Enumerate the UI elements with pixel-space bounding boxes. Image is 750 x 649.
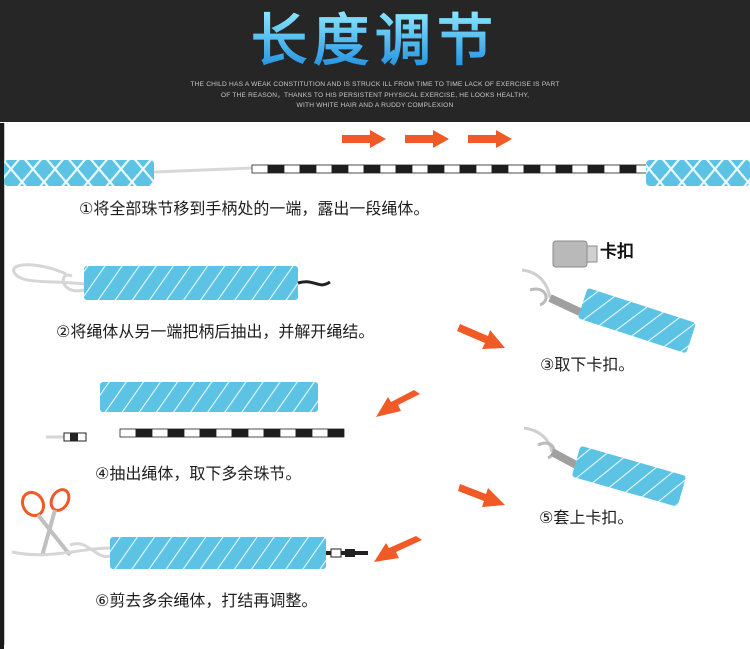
left-handle xyxy=(4,160,154,186)
bead xyxy=(604,165,620,173)
bead xyxy=(316,165,332,173)
bead xyxy=(396,165,412,173)
scissors-icon xyxy=(18,486,72,556)
bead xyxy=(280,429,296,437)
bead-strip xyxy=(252,165,652,173)
step1-illustration xyxy=(4,160,750,186)
bead xyxy=(232,429,248,437)
step-3-text: ③取下卡扣。 xyxy=(540,354,634,376)
bead xyxy=(620,165,636,173)
bead xyxy=(296,429,312,437)
bead xyxy=(268,165,284,173)
arrow-down-right-icon xyxy=(457,324,505,349)
bead xyxy=(136,429,152,437)
step-6-text: ⑥剪去多余绳体，打结再调整。 xyxy=(95,590,317,612)
bead xyxy=(460,165,476,173)
right-handle xyxy=(646,160,750,186)
bead xyxy=(348,165,364,173)
bead xyxy=(540,165,556,173)
bead xyxy=(428,165,444,173)
bead xyxy=(492,165,508,173)
step3-illustration xyxy=(522,270,696,353)
bead xyxy=(556,165,572,173)
bead xyxy=(588,165,604,173)
clip-icon xyxy=(553,241,597,267)
step4-illustration xyxy=(46,382,344,441)
arrow-down-left-icon xyxy=(374,536,422,562)
bead xyxy=(312,429,328,437)
bead xyxy=(264,429,280,437)
arrow-down-right-icon xyxy=(458,484,505,507)
bead xyxy=(152,429,168,437)
bead xyxy=(508,165,524,173)
bead xyxy=(300,165,316,173)
step-5-text: ⑤套上卡扣。 xyxy=(539,507,633,529)
arrow-right-icon xyxy=(405,130,449,148)
step-1-text: ①将全部珠节移到手柄处的一端，露出一段绳体。 xyxy=(79,198,429,220)
bead xyxy=(380,165,396,173)
arrow-right-icon xyxy=(468,130,512,148)
bead xyxy=(248,429,264,437)
bead xyxy=(184,429,200,437)
bead xyxy=(216,429,232,437)
rope-segment xyxy=(154,168,252,172)
clip-label: 卡扣 xyxy=(600,241,634,263)
bead xyxy=(252,165,268,173)
step-2-text: ②将绳体从另一端把柄后抽出，并解开绳结。 xyxy=(56,321,374,343)
bead xyxy=(200,429,216,437)
bead xyxy=(364,165,380,173)
bead xyxy=(476,165,492,173)
step2-illustration xyxy=(14,265,330,300)
bead xyxy=(120,429,136,437)
bead xyxy=(332,165,348,173)
step-4-text: ④抽出绳体，取下多余珠节。 xyxy=(95,463,301,485)
arrow-down-left-icon xyxy=(376,390,420,417)
bead xyxy=(168,429,184,437)
bead xyxy=(572,165,588,173)
bead xyxy=(412,165,428,173)
bead xyxy=(328,429,344,437)
top-arrows xyxy=(342,130,512,148)
bead xyxy=(444,165,460,173)
step6-illustration xyxy=(12,537,368,569)
handle xyxy=(84,266,298,300)
step5-illustration xyxy=(524,428,686,507)
bead-strip xyxy=(120,429,344,437)
arrow-right-icon xyxy=(342,130,386,148)
bead xyxy=(284,165,300,173)
bead xyxy=(524,165,540,173)
